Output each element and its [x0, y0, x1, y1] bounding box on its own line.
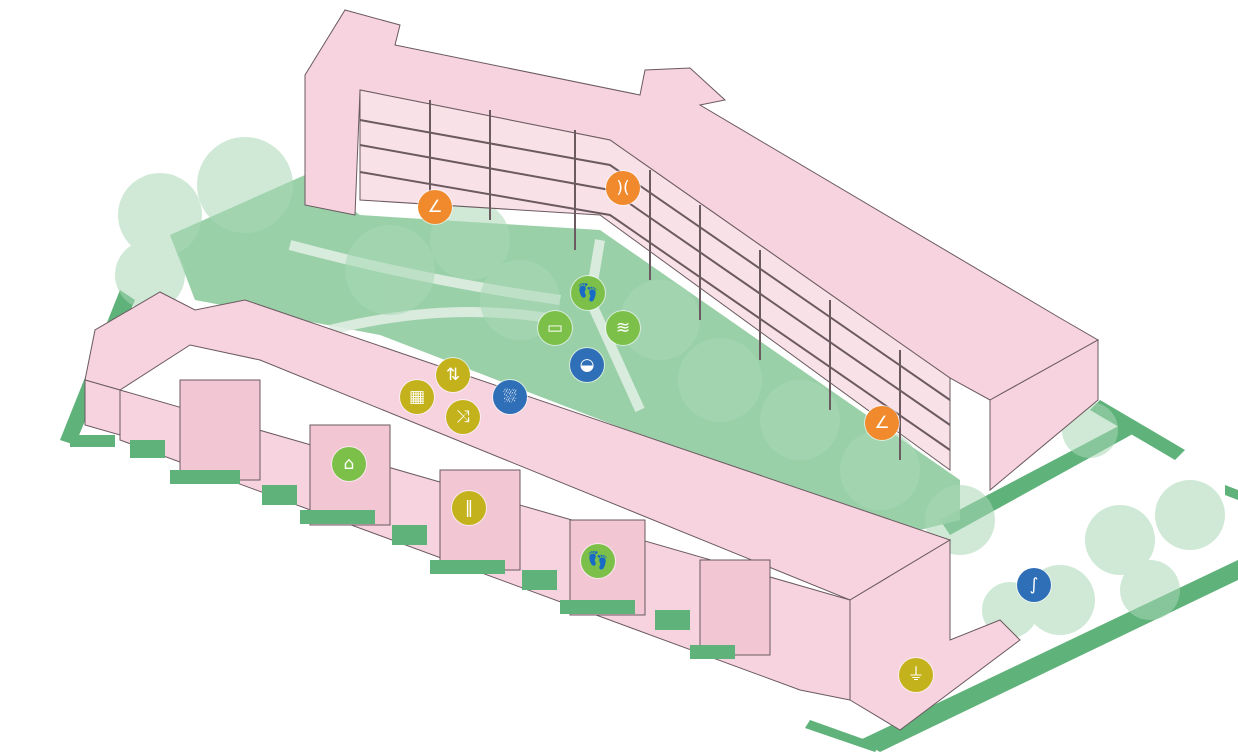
angle-orange-icon[interactable]: ∠ [418, 190, 452, 224]
bricks-icon[interactable]: ▦ [400, 380, 434, 414]
front-building-facade [179, 379, 771, 656]
trees [115, 137, 1225, 638]
back-building [304, 9, 1100, 492]
columns-icon[interactable]: ‖ [452, 491, 486, 525]
footprints-icon[interactable]: 👣 [581, 544, 615, 578]
water-bowl-icon[interactable]: ◒ [570, 348, 604, 382]
rain-icon[interactable]: ⛆ [493, 380, 527, 414]
footprints-icon[interactable]: 👣 [571, 276, 605, 310]
shuffle-icon[interactable]: ⤨ [446, 400, 480, 434]
angle-orange-icon[interactable]: ∠ [865, 406, 899, 440]
faces-icon[interactable]: )( [606, 171, 640, 205]
river-icon[interactable]: ∫ [1017, 568, 1051, 602]
plug-icon[interactable]: ⏚ [899, 658, 933, 692]
up-down-arrows-icon[interactable]: ⇅ [436, 358, 470, 392]
wind-icon[interactable]: ≋ [606, 311, 640, 345]
house-icon[interactable]: ⌂ [332, 447, 366, 481]
planters [70, 435, 735, 659]
board-icon[interactable]: ▭ [538, 311, 572, 345]
